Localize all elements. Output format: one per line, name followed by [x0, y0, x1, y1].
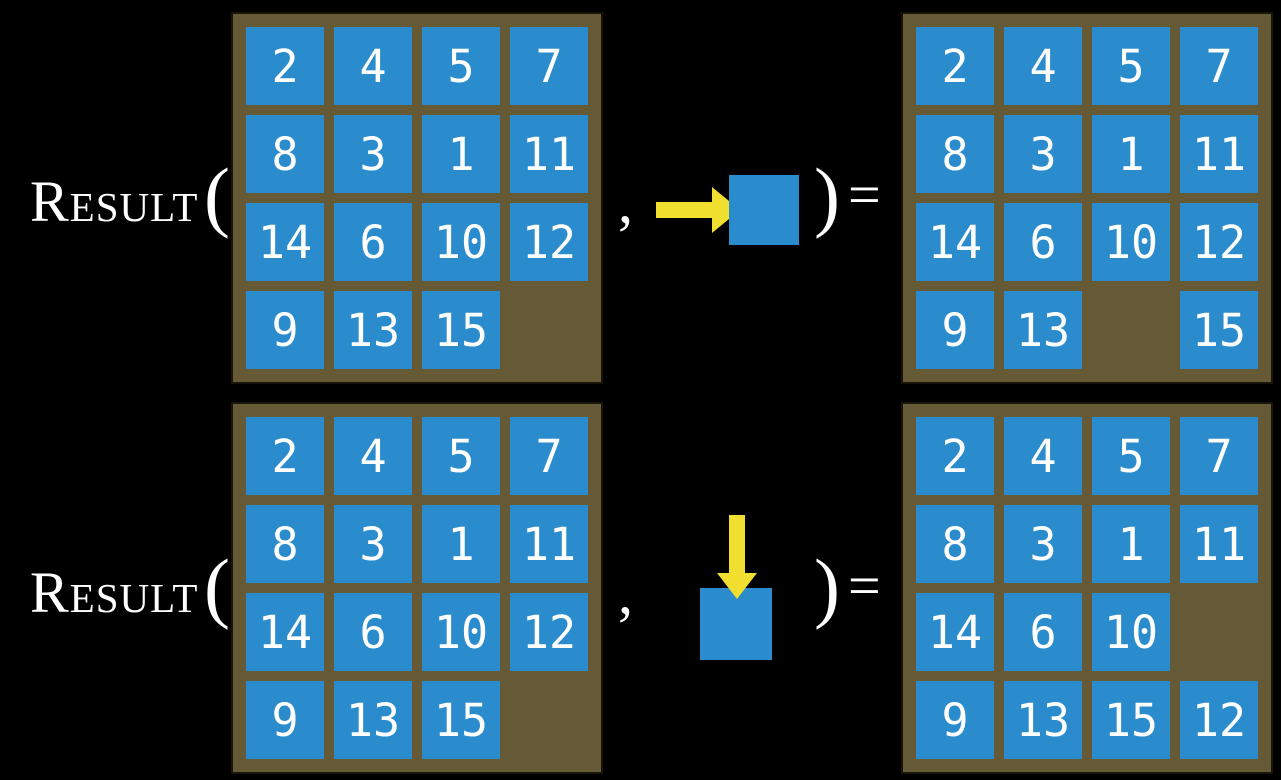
tile-2: 2: [246, 27, 324, 105]
tile-6: 6: [1004, 593, 1082, 671]
tile-14: 14: [246, 203, 324, 281]
tile-1: 1: [1092, 115, 1170, 193]
tile-10: 10: [1092, 203, 1170, 281]
tile-11: 11: [1180, 505, 1258, 583]
tile-14: 14: [246, 593, 324, 671]
tile-7: 7: [510, 27, 588, 105]
tile-7: 7: [510, 417, 588, 495]
close-paren: ): [814, 543, 840, 630]
move-tile-square-right: [729, 175, 799, 245]
tile-6: 6: [334, 203, 412, 281]
tile-9: 9: [246, 291, 324, 369]
empty-cell: [1092, 291, 1170, 369]
tile-12: 12: [1180, 203, 1258, 281]
tile-5: 5: [1092, 27, 1170, 105]
tile-3: 3: [334, 505, 412, 583]
comma-separator: ,: [618, 169, 633, 235]
empty-cell: [510, 291, 588, 369]
tile-12: 12: [510, 203, 588, 281]
close-paren: ): [814, 152, 840, 239]
tile-4: 4: [1004, 417, 1082, 495]
equals-sign: =: [848, 162, 881, 227]
tile-8: 8: [916, 115, 994, 193]
tile-6: 6: [1004, 203, 1082, 281]
right-arrow-icon: [656, 187, 740, 233]
move-tile-square-down: [700, 588, 772, 660]
open-paren: (: [204, 543, 230, 630]
tile-14: 14: [916, 593, 994, 671]
tile-3: 3: [1004, 505, 1082, 583]
tile-15: 15: [1092, 681, 1170, 759]
tile-8: 8: [246, 505, 324, 583]
down-arrow-icon: [717, 515, 757, 599]
tile-10: 10: [422, 593, 500, 671]
tile-11: 11: [1180, 115, 1258, 193]
result-function-label: Result: [30, 560, 199, 625]
tile-13: 13: [334, 681, 412, 759]
tile-9: 9: [916, 291, 994, 369]
tile-3: 3: [1004, 115, 1082, 193]
tile-11: 11: [510, 115, 588, 193]
tile-2: 2: [916, 417, 994, 495]
tile-15: 15: [1180, 291, 1258, 369]
tile-15: 15: [422, 291, 500, 369]
tile-4: 4: [1004, 27, 1082, 105]
tile-9: 9: [916, 681, 994, 759]
tile-13: 13: [1004, 291, 1082, 369]
tile-14: 14: [916, 203, 994, 281]
tile-5: 5: [422, 27, 500, 105]
tile-4: 4: [334, 417, 412, 495]
tile-5: 5: [422, 417, 500, 495]
tile-4: 4: [334, 27, 412, 105]
comma-separator: ,: [618, 560, 633, 626]
tile-8: 8: [246, 115, 324, 193]
tile-2: 2: [916, 27, 994, 105]
tile-15: 15: [422, 681, 500, 759]
tile-1: 1: [1092, 505, 1170, 583]
result-function-label: Result: [30, 169, 199, 234]
tile-1: 1: [422, 115, 500, 193]
tile-3: 3: [334, 115, 412, 193]
empty-cell: [510, 681, 588, 759]
open-paren: (: [204, 152, 230, 239]
tile-7: 7: [1180, 417, 1258, 495]
tile-8: 8: [916, 505, 994, 583]
tile-13: 13: [1004, 681, 1082, 759]
tile-7: 7: [1180, 27, 1258, 105]
tile-13: 13: [334, 291, 412, 369]
tile-1: 1: [422, 505, 500, 583]
tile-12: 12: [1180, 681, 1258, 759]
empty-cell: [1180, 593, 1258, 671]
tile-10: 10: [1092, 593, 1170, 671]
equals-sign: =: [848, 553, 881, 618]
tile-12: 12: [510, 593, 588, 671]
tile-10: 10: [422, 203, 500, 281]
tile-5: 5: [1092, 417, 1170, 495]
tile-2: 2: [246, 417, 324, 495]
tile-6: 6: [334, 593, 412, 671]
tile-11: 11: [510, 505, 588, 583]
tile-9: 9: [246, 681, 324, 759]
